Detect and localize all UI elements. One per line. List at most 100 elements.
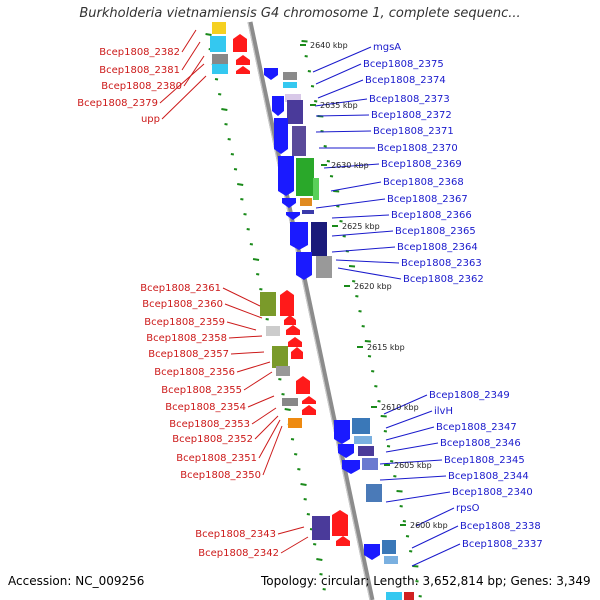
label-leader-line <box>379 475 447 481</box>
inner-tick <box>364 340 371 343</box>
gene-block <box>296 158 314 196</box>
inner-tick <box>310 85 315 88</box>
gene-label-left: Bcep1808_2381 <box>99 65 180 76</box>
gene-label-right: Bcep1808_2368 <box>383 177 464 188</box>
label-leader-line <box>181 29 197 53</box>
gene-label-right: Bcep1808_2345 <box>444 455 525 466</box>
label-leader-line <box>385 442 439 453</box>
gene-block <box>404 592 414 600</box>
outer-tick <box>290 438 295 441</box>
scale-label: 2615 kbp <box>367 343 405 352</box>
gene-label-left: Bcep1808_2357 <box>148 349 229 360</box>
gene-block <box>276 366 290 376</box>
outer-tick <box>230 153 235 156</box>
outer-tick <box>297 468 301 471</box>
gene-label-right: Bcep1808_2371 <box>373 126 454 137</box>
inner-tick <box>301 40 308 43</box>
inner-tick <box>409 550 413 553</box>
outer-tick <box>294 453 298 456</box>
gene-block <box>212 54 228 64</box>
label-leader-line <box>314 98 368 107</box>
scale-label: 2610 kbp <box>381 403 419 412</box>
gene-label-right: Bcep1808_2346 <box>440 438 521 449</box>
label-leader-line <box>181 41 201 71</box>
gene-block <box>352 418 370 434</box>
label-leader-line <box>379 459 443 465</box>
forward-gene <box>334 420 350 444</box>
inner-tick <box>418 595 422 598</box>
inner-tick <box>383 430 388 433</box>
label-leader-line <box>385 410 433 429</box>
gene-block <box>212 64 228 74</box>
scale-label: 2635 kbp <box>320 101 358 110</box>
gene-label-right: Bcep1808_2344 <box>448 471 529 482</box>
label-leader-line <box>277 526 305 535</box>
inner-tick <box>412 565 419 568</box>
outer-tick <box>265 318 269 321</box>
gene-label-left: Bcep1808_2343 <box>195 529 276 540</box>
gene-block <box>288 418 302 428</box>
reverse-gene <box>302 396 316 404</box>
forward-gene <box>296 252 312 280</box>
gene-label-right: Bcep1808_2349 <box>429 390 510 401</box>
label-leader-line <box>337 267 402 280</box>
outer-tick <box>281 393 285 396</box>
gene-block <box>283 82 297 88</box>
label-leader-line <box>317 79 364 99</box>
outer-tick <box>303 498 307 501</box>
label-leader-line <box>385 426 435 441</box>
inner-tick <box>386 445 391 448</box>
label-leader-line <box>330 181 382 192</box>
gene-label-right: Bcep1808_2362 <box>403 274 484 285</box>
inner-tick <box>396 490 403 493</box>
inner-tick-track <box>301 40 422 598</box>
outer-tick <box>300 483 307 486</box>
outer-tick <box>218 93 222 96</box>
gene-block <box>282 398 298 406</box>
outer-tick <box>316 558 323 561</box>
gene-block <box>210 36 226 52</box>
summary-text: Topology: circular; Length: 3,652,814 bp… <box>261 574 591 588</box>
inner-tick <box>402 520 407 523</box>
label-leader-line <box>331 230 394 237</box>
gene-label-left: Bcep1808_2353 <box>169 419 250 430</box>
inner-tick <box>374 385 378 388</box>
gene-block <box>302 210 314 214</box>
gene-block <box>362 458 378 470</box>
gene-label-right: Bcep1808_2340 <box>452 487 533 498</box>
label-leader-line <box>247 395 275 408</box>
label-leader-line <box>335 259 400 264</box>
right-label-leaders <box>312 46 461 567</box>
inner-tick <box>358 310 362 313</box>
label-leader-line <box>315 63 362 85</box>
inner-tick <box>352 280 356 283</box>
inner-tick <box>314 100 318 103</box>
label-leader-line <box>383 394 428 415</box>
forward-gene <box>290 222 308 250</box>
inner-tick <box>393 475 397 478</box>
outer-tick <box>243 213 247 216</box>
gene-label-right: Bcep1808_2369 <box>381 159 462 170</box>
label-leader-line <box>224 303 263 319</box>
gene-label-right: Bcep1808_2372 <box>371 110 452 121</box>
inner-tick <box>304 55 308 58</box>
forward-gene <box>264 68 278 80</box>
outer-tick <box>240 198 244 201</box>
gene-label-left: Bcep1808_2379 <box>77 98 158 109</box>
left-label-leaders <box>159 29 309 554</box>
label-leader-line <box>228 335 263 339</box>
gene-label-right: rpsO <box>456 503 480 514</box>
gene-block <box>311 222 327 256</box>
scale-label: 2605 kbp <box>394 461 432 470</box>
forward-gene <box>272 96 284 116</box>
gene-block <box>384 556 398 564</box>
label-leader-line <box>236 361 271 373</box>
inner-tick <box>405 535 410 538</box>
outer-tick <box>306 513 311 516</box>
forward-gene <box>342 460 360 474</box>
reverse-gene <box>284 315 296 325</box>
gene-label-right: Bcep1808_2363 <box>401 258 482 269</box>
gene-label-left: Bcep1808_2355 <box>161 385 242 396</box>
reverse-gene <box>336 536 350 546</box>
outer-tick <box>322 588 326 591</box>
